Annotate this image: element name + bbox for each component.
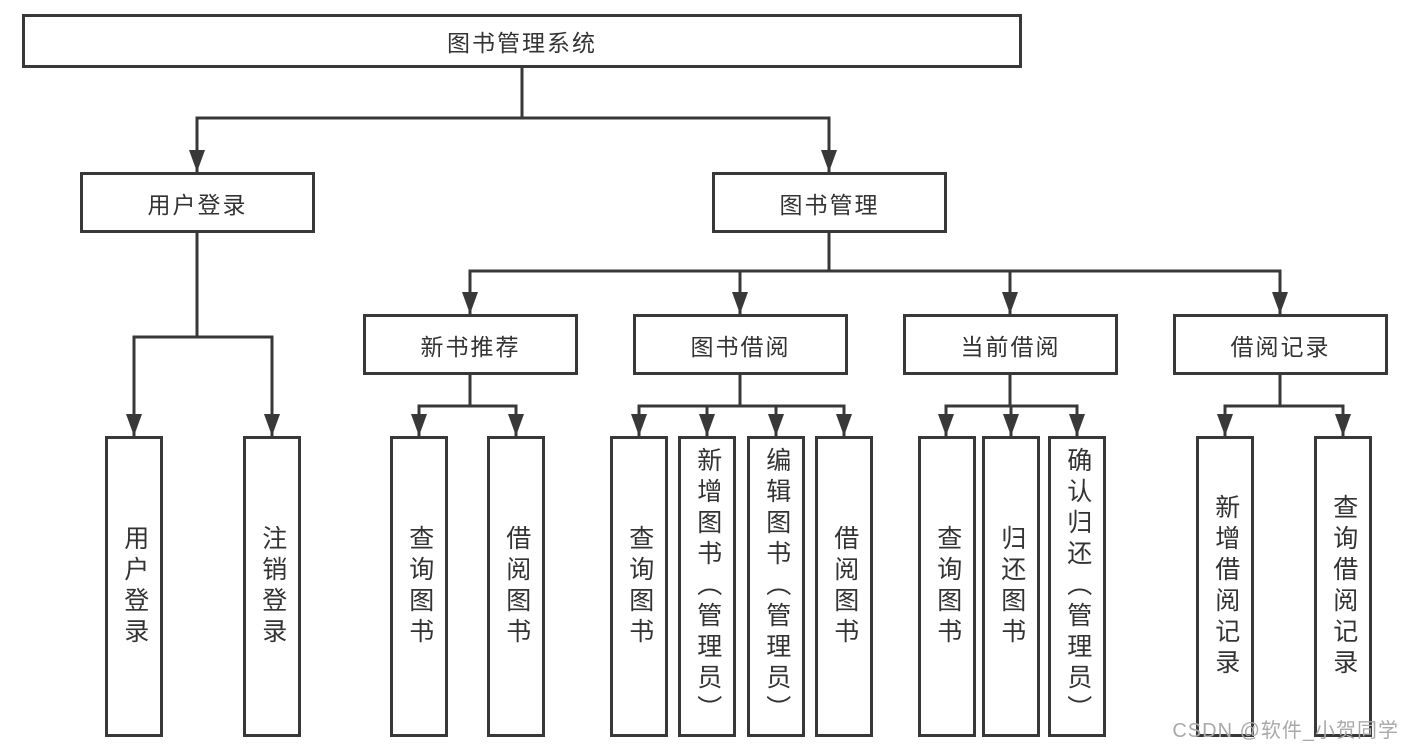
leaf-return-books: 归还图书 bbox=[982, 436, 1040, 737]
leaf-add-borrow-record: 新增借阅记录 bbox=[1196, 436, 1254, 737]
node-label: 编辑图书（管理员） bbox=[762, 447, 791, 726]
leaf-query-borrow-record: 查询借阅记录 bbox=[1314, 436, 1372, 737]
node-current-borrow: 当前借阅 bbox=[903, 314, 1118, 375]
leaf-edit-books-admin: 编辑图书（管理员） bbox=[747, 436, 805, 737]
node-borrow-records: 借阅记录 bbox=[1173, 314, 1388, 375]
node-label: 查询图书 bbox=[933, 524, 962, 649]
node-book-borrow: 图书借阅 bbox=[633, 314, 848, 375]
node-label: 新增图书（管理员） bbox=[693, 447, 722, 726]
node-label: 借阅记录 bbox=[1230, 333, 1331, 360]
node-label: 当前借阅 bbox=[960, 333, 1061, 360]
node-label: 新增借阅记录 bbox=[1211, 493, 1240, 680]
node-label: 用户登录 bbox=[120, 524, 149, 649]
node-library-system: 图书管理系统 bbox=[22, 14, 1022, 68]
node-label: 查询图书 bbox=[625, 524, 654, 649]
node-label: 查询图书 bbox=[405, 524, 434, 649]
leaf-confirm-return-admin: 确认归还（管理员） bbox=[1048, 436, 1106, 737]
leaf-query-books-recommend: 查询图书 bbox=[390, 436, 448, 737]
node-label: 图书管理 bbox=[779, 191, 880, 218]
node-label: 借阅图书 bbox=[830, 524, 859, 649]
leaf-user-login: 用户登录 bbox=[105, 436, 163, 737]
node-label: 确认归还（管理员） bbox=[1063, 447, 1092, 726]
node-book-management: 图书管理 bbox=[712, 172, 947, 233]
node-label: 用户登录 bbox=[147, 191, 248, 218]
node-new-book-recommend: 新书推荐 bbox=[363, 314, 578, 375]
leaf-borrow-books-recommend: 借阅图书 bbox=[487, 436, 545, 737]
node-label: 图书管理系统 bbox=[447, 30, 597, 56]
leaf-logout: 注销登录 bbox=[243, 436, 301, 737]
leaf-query-books-current: 查询图书 bbox=[918, 436, 976, 737]
node-label: 借阅图书 bbox=[502, 524, 531, 649]
leaf-query-books-borrow: 查询图书 bbox=[610, 436, 668, 737]
node-label: 图书借阅 bbox=[690, 333, 791, 360]
leaf-borrow-books: 借阅图书 bbox=[815, 436, 873, 737]
node-label: 归还图书 bbox=[997, 524, 1026, 649]
node-label: 新书推荐 bbox=[420, 333, 521, 360]
node-user-login: 用户登录 bbox=[80, 172, 315, 233]
leaf-add-books-admin: 新增图书（管理员） bbox=[678, 436, 736, 737]
csdn-watermark: CSDN @软件_小贺同学 bbox=[1172, 720, 1399, 742]
node-label: 注销登录 bbox=[258, 524, 287, 649]
node-label: 查询借阅记录 bbox=[1329, 493, 1358, 680]
